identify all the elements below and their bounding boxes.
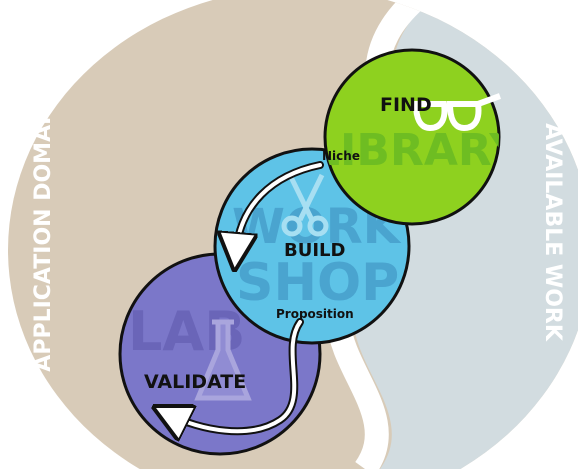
flask-icon bbox=[194, 319, 252, 401]
validate-label: VALIDATE bbox=[144, 371, 246, 393]
niche-label: Niche bbox=[322, 149, 360, 163]
scissors-icon bbox=[281, 173, 329, 237]
library-watermark: LIBRARY bbox=[312, 125, 522, 176]
glasses-icon bbox=[412, 93, 502, 132]
build-label: BUILD bbox=[284, 240, 345, 261]
available-work-label: AVAILABLE WORK bbox=[540, 123, 565, 342]
find-label: FIND bbox=[380, 94, 432, 116]
shop-watermark: SHOP bbox=[236, 253, 399, 313]
find-circle bbox=[323, 48, 501, 226]
application-domain-label: APPLICATION DOMAIN bbox=[31, 98, 56, 371]
proposition-label: Proposition bbox=[276, 307, 354, 321]
